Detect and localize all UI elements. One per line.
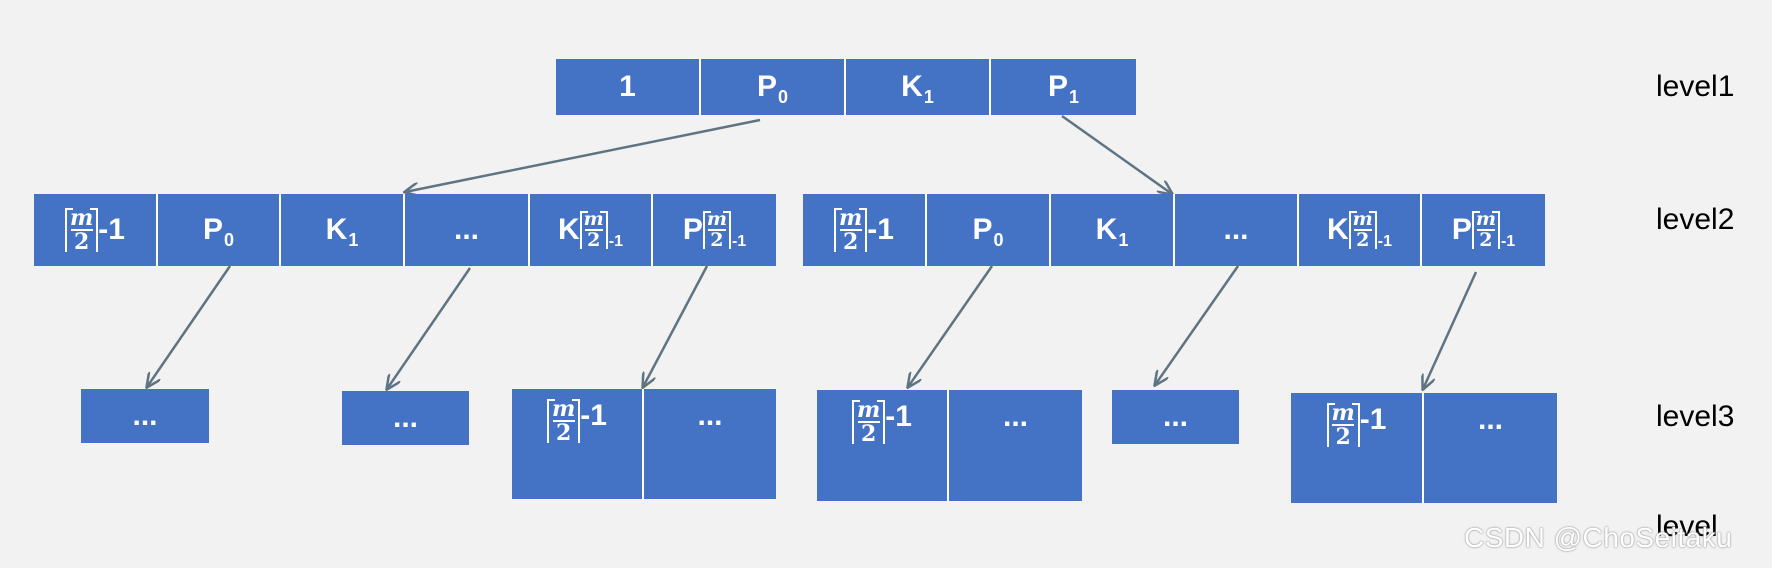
l2l-ellipsis-cell: ... bbox=[405, 194, 530, 266]
l2r-ellipsis-cell: ... bbox=[1175, 194, 1299, 266]
level3-node-5: ... bbox=[1112, 390, 1239, 444]
level-label-3: level3 bbox=[1656, 400, 1735, 433]
level-label-2: level2 bbox=[1656, 203, 1735, 236]
arrow-r-p0 bbox=[908, 265, 994, 387]
arrow-r-plast bbox=[1423, 271, 1478, 389]
l3-n5-ellipsis: ... bbox=[1162, 400, 1188, 433]
l3-n3-ellipsis-cell: ... bbox=[697, 399, 723, 432]
arrow-l-p0 bbox=[147, 265, 232, 387]
level3-node-2: ... bbox=[342, 391, 469, 445]
watermark: CSDN @ChoSeitaku bbox=[1464, 522, 1733, 553]
arrow-root-p0 bbox=[405, 118, 761, 192]
level-label-4: level bbox=[1656, 510, 1718, 543]
l3-n4-ellipsis-cell: ... bbox=[1002, 400, 1028, 433]
l3-n6-ellipsis-cell: ... bbox=[1477, 403, 1503, 436]
arrow-r-dots bbox=[1155, 265, 1240, 385]
level-label-1: level1 bbox=[1656, 70, 1735, 103]
level3-node-1: ... bbox=[81, 389, 209, 443]
arrow-l-plast bbox=[643, 265, 709, 387]
l3-n1-ellipsis: ... bbox=[132, 399, 158, 432]
arrow-root-p1 bbox=[1061, 114, 1172, 194]
arrow-l-dots bbox=[387, 267, 472, 389]
root-count-cell: 1 bbox=[556, 59, 701, 115]
l3-n2-ellipsis: ... bbox=[392, 401, 418, 434]
